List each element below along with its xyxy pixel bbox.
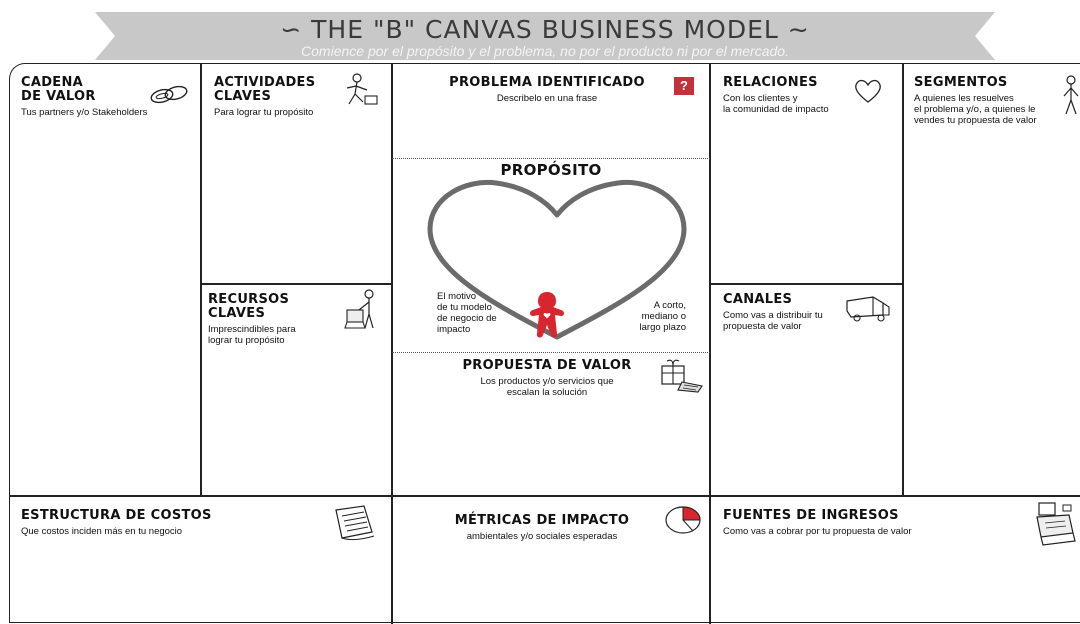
heart-icon — [855, 79, 881, 103]
canvas-board: Cadena de valor Tus partners y/o Stakeho… — [9, 63, 1080, 624]
cell-fuentes-de-ingresos[interactable]: Fuentes de ingresos Como vas a cobrar po… — [723, 508, 1023, 538]
purpose-heart-outline — [427, 179, 687, 340]
canvas-subtitle: Comience por el propósito y el problema,… — [301, 43, 789, 59]
divider-v1 — [200, 64, 202, 495]
costos-title: Estructura de costos — [21, 508, 212, 523]
cash-register-icon — [1036, 502, 1076, 546]
cell-proposito[interactable]: Propósito — [392, 161, 710, 179]
dotted-divider-bottom — [392, 352, 710, 353]
gingerbread-figure-icon — [530, 292, 564, 338]
cell-estructura-de-costos[interactable]: Estructura de costos Que costos inciden … — [21, 508, 321, 538]
canales-desc: Como vas a distribuir tu propuesta de va… — [723, 310, 823, 332]
canvas-title: ∽ THE "B" CANVAS BUSINESS MODEL ∼ — [280, 15, 810, 44]
divider-h-relaciones — [709, 283, 903, 285]
problema-title: Problema identificado — [449, 75, 645, 90]
cell-relaciones[interactable]: Relaciones Con los clientes y la comunid… — [723, 75, 873, 116]
relaciones-desc: Con los clientes y la comunidad de impac… — [723, 93, 829, 115]
divider-v4 — [902, 64, 904, 495]
dotted-divider-top — [392, 158, 710, 159]
ingresos-title: Fuentes de ingresos — [723, 508, 899, 523]
cell-cadena-de-valor[interactable]: Cadena de valor Tus partners y/o Stakeho… — [21, 75, 191, 119]
receipt-icon — [335, 505, 375, 541]
divider-h-bottom — [10, 495, 1080, 497]
metricas-desc: ambientales y/o sociales esperadas — [466, 531, 618, 542]
segmentos-desc: A quienes les resuelves el problema y/o,… — [914, 93, 1037, 126]
question-mark-icon: ? — [674, 77, 694, 95]
purpose-heart — [427, 179, 687, 340]
ingresos-desc: Como vas a cobrar por tu propuesta de va… — [723, 526, 912, 537]
cadena-desc: Tus partners y/o Stakeholders — [21, 107, 148, 118]
metricas-title: Métricas de impacto — [454, 513, 630, 528]
worker-icon — [346, 73, 378, 105]
proposito-left-note: El motivo de tu modelo de negocio de imp… — [437, 291, 497, 335]
cell-segmentos[interactable]: Segmentos A quienes les resuelves el pro… — [914, 75, 1064, 127]
recursos-title: Recursos Claves — [208, 292, 290, 321]
cell-problema-identificado[interactable]: Problema identificado Describelo en una … — [422, 75, 672, 105]
cell-recursos-claves[interactable]: Recursos Claves Imprescindibles para log… — [208, 292, 348, 347]
chain-links-icon — [150, 85, 188, 104]
person-icon — [1063, 75, 1079, 115]
propuesta-desc: Los productos y/o servicios que escalan … — [480, 376, 614, 398]
proposito-title: Propósito — [500, 161, 602, 179]
recursos-desc: Imprescindibles para lograr tu propósito — [208, 324, 296, 346]
divider-v3 — [709, 64, 711, 624]
cell-propuesta-de-valor[interactable]: Propuesta de valor Los productos y/o ser… — [422, 358, 672, 399]
segmentos-title: Segmentos — [914, 75, 1008, 90]
costos-desc: Que costos inciden más en tu negocio — [21, 526, 183, 537]
divider-h-actividades — [200, 283, 392, 285]
canales-title: Canales — [723, 292, 793, 307]
pie-chart-icon — [665, 506, 701, 534]
cadena-title: Cadena de valor — [21, 75, 96, 104]
propuesta-title: Propuesta de valor — [462, 358, 632, 373]
gift-box-icon — [661, 359, 703, 393]
actividades-title: Actividades Claves — [214, 75, 316, 104]
actividades-desc: Para lograr tu propósito — [214, 107, 314, 118]
person-with-box-icon — [344, 289, 374, 329]
problema-desc: Describelo en una frase — [496, 93, 598, 104]
cell-metricas-de-impacto[interactable]: Métricas de impacto ambientales y/o soci… — [422, 513, 662, 543]
title-banner: ∽ THE "B" CANVAS BUSINESS MODEL ∼ Comien… — [95, 12, 995, 60]
cell-canales[interactable]: Canales Como vas a distribuir tu propues… — [723, 292, 863, 333]
relaciones-title: Relaciones — [723, 75, 818, 90]
cell-actividades-claves[interactable]: Actividades Claves Para lograr tu propós… — [214, 75, 334, 119]
divider-v2 — [391, 64, 393, 624]
proposito-right-note: A corto, mediano o largo plazo — [639, 300, 686, 333]
banner-ribbon — [95, 12, 995, 60]
truck-icon — [846, 296, 890, 322]
